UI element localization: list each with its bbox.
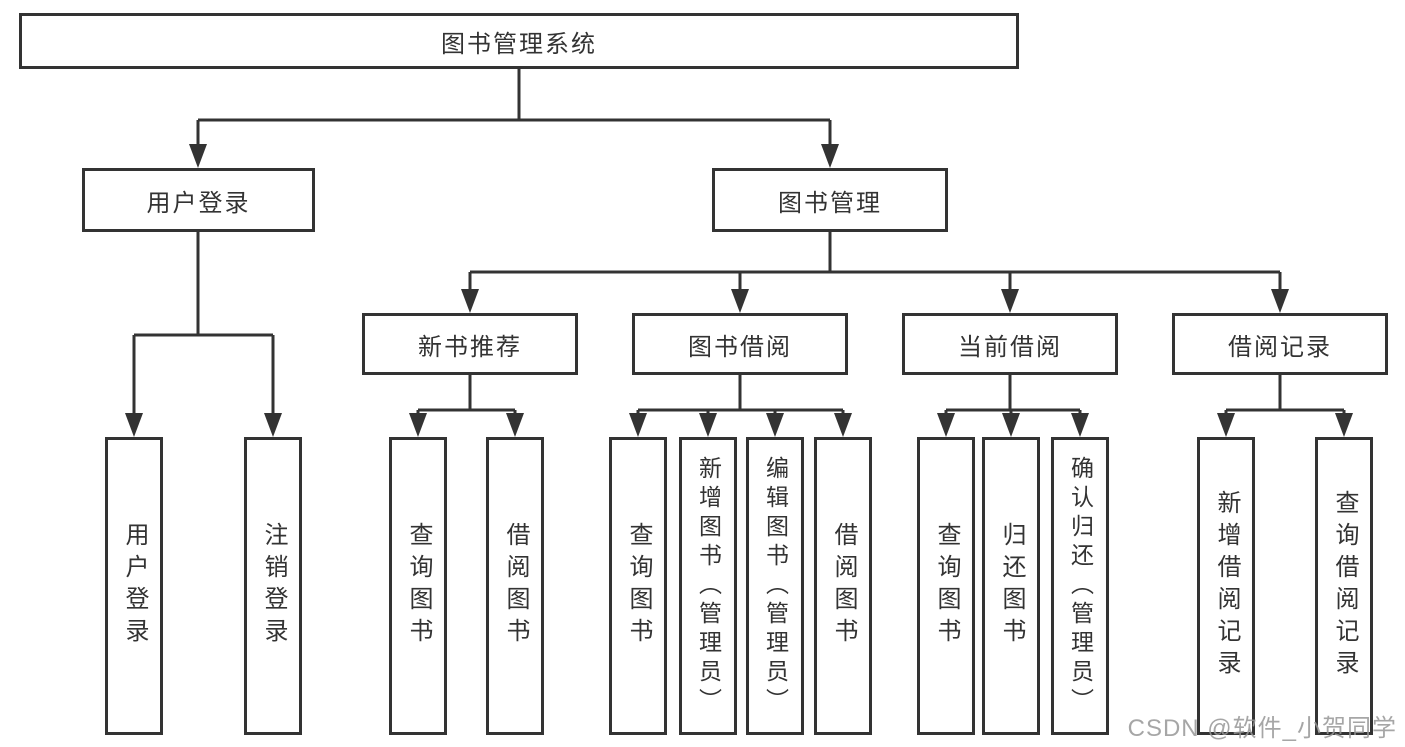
- node-current-borrow: 当前借阅: [902, 313, 1118, 375]
- node-label: 新书推荐: [418, 333, 522, 361]
- node-label: 借阅图书: [502, 522, 529, 650]
- node-label: 查询图书: [933, 522, 960, 650]
- node-leaf-confirm-return-admin: 确认归还（管理员）: [1051, 437, 1109, 735]
- node-label: 用户登录: [146, 189, 251, 217]
- node-leaf-query-borrow-record: 查询借阅记录: [1315, 437, 1373, 735]
- node-label: 归还图书: [998, 522, 1025, 650]
- node-book-management: 图书管理: [712, 168, 948, 232]
- node-label: 确认归还（管理员）: [1067, 455, 1094, 717]
- node-leaf-edit-books-admin: 编辑图书（管理员）: [746, 437, 804, 735]
- node-user-login: 用户登录: [82, 168, 315, 232]
- node-label: 新增借阅记录: [1213, 490, 1240, 682]
- node-label: 图书管理: [778, 189, 882, 217]
- node-leaf-add-borrow-record: 新增借阅记录: [1197, 437, 1255, 735]
- node-label: 借阅图书: [830, 522, 857, 650]
- node-label: 图书借阅: [688, 333, 792, 361]
- node-root-system: 图书管理系统: [19, 13, 1019, 69]
- node-leaf-borrow-books: 借阅图书: [814, 437, 872, 735]
- node-borrow-records: 借阅记录: [1172, 313, 1388, 375]
- node-leaf-return-books: 归还图书: [982, 437, 1040, 735]
- node-leaf-user-login: 用户登录: [105, 437, 163, 735]
- node-leaf-borrow-books-recommend: 借阅图书: [486, 437, 544, 735]
- node-leaf-add-books-admin: 新增图书（管理员）: [679, 437, 737, 735]
- node-leaf-logout: 注销登录: [244, 437, 302, 735]
- node-label: 图书管理系统: [441, 30, 597, 58]
- node-label: 编辑图书（管理员）: [762, 455, 789, 717]
- node-label: 查询借阅记录: [1331, 490, 1358, 682]
- node-label: 查询图书: [625, 522, 652, 650]
- node-leaf-query-books-borrow: 查询图书: [609, 437, 667, 735]
- node-label: 查询图书: [405, 522, 432, 650]
- node-label: 新增图书（管理员）: [695, 455, 722, 717]
- node-new-book-recommend: 新书推荐: [362, 313, 578, 375]
- node-label: 当前借阅: [958, 333, 1062, 361]
- node-label: 用户登录: [121, 522, 148, 650]
- node-leaf-query-books-current: 查询图书: [917, 437, 975, 735]
- node-label: 注销登录: [260, 522, 287, 650]
- csdn-watermark: CSDN @软件_小贺同学: [1127, 715, 1397, 742]
- node-book-borrow: 图书借阅: [632, 313, 848, 375]
- node-leaf-query-books-recommend: 查询图书: [389, 437, 447, 735]
- node-label: 借阅记录: [1228, 333, 1332, 361]
